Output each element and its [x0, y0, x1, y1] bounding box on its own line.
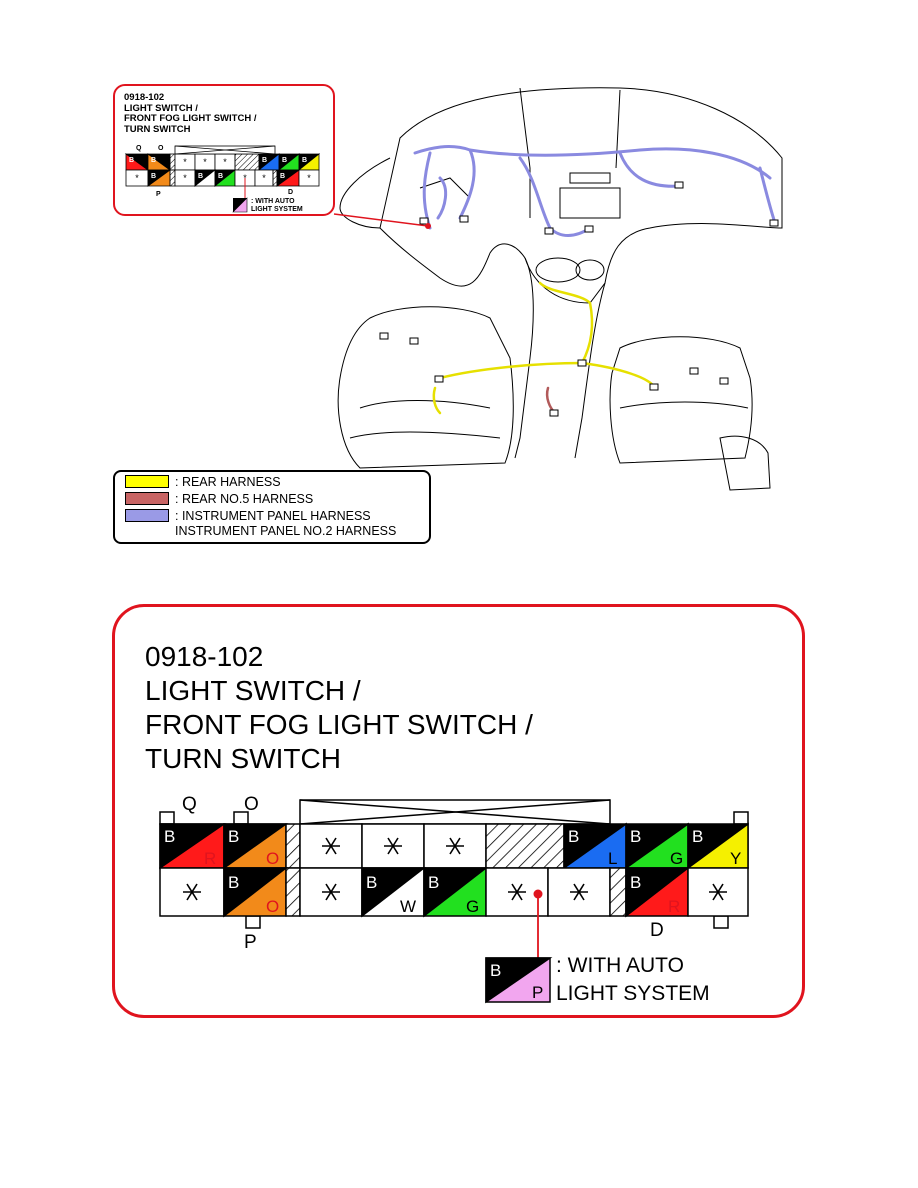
pin-b-p-legend [485, 957, 553, 1004]
svg-text:*: * [183, 157, 187, 167]
svg-text:D: D [288, 189, 293, 196]
dashboard-outline [379, 87, 783, 304]
lock-tab-bottom-p [245, 915, 261, 929]
blank-hatch-cell [485, 823, 565, 869]
small-connector-code: 0918-102 [124, 92, 165, 103]
svg-text:P: P [156, 191, 161, 198]
pin-label-p: P [532, 983, 543, 1002]
svg-text:B: B [280, 173, 285, 180]
pin-b-l [561, 822, 627, 869]
small-connector-title: 0918-102 LIGHT SWITCH / FRONT FOG LIGHT … [124, 92, 257, 135]
center-console [514, 257, 534, 459]
legend-item-rear-harness: : REAR HARNESS [125, 475, 281, 490]
legend-swatch-brown [125, 492, 169, 505]
svg-text:B: B [282, 157, 287, 164]
pin-b-o-bottom [223, 867, 289, 918]
pin-label-b-g2: B [428, 873, 439, 892]
pin-label-b-y: B [692, 827, 703, 846]
legend-item-instrument-panel-no2: INSTRUMENT PANEL NO.2 HARNESS [175, 524, 397, 538]
connector-name-line-3: TURN SWITCH [145, 743, 341, 774]
svg-text:B: B [198, 173, 203, 180]
pin-label-g1: G [670, 849, 683, 868]
svg-text:B: B [302, 157, 307, 164]
svg-text:*: * [307, 173, 311, 183]
auto-light-note-line-2: LIGHT SYSTEM [556, 982, 710, 1005]
svg-text:B: B [151, 173, 156, 180]
pin-label-r2: R [668, 897, 680, 916]
svg-text:*: * [203, 157, 207, 167]
svg-text:: WITH AUTO: : WITH AUTO [251, 198, 295, 205]
lock-tab-top-right [733, 811, 749, 825]
svg-text:Q: Q [136, 145, 142, 152]
svg-text:B: B [218, 173, 223, 180]
small-connector-name-line-2: FRONT FOG LIGHT SWITCH / [124, 113, 257, 124]
pin-label-g2: G [466, 897, 479, 916]
pin-label-b-p: B [490, 961, 501, 980]
svg-text:B: B [151, 157, 156, 164]
svg-text:LIGHT SYSTEM: LIGHT SYSTEM [251, 206, 303, 213]
auto-light-note-line-1: : WITH AUTO [556, 954, 684, 977]
pin-label-b-g1: B [630, 827, 641, 846]
svg-text:B: B [129, 157, 134, 164]
legend-swatch-yellow [125, 475, 169, 488]
terminal-label-o: O [244, 794, 259, 815]
pin-b-r-top [159, 823, 227, 870]
svg-text:*: * [135, 173, 139, 183]
pin-label-o-o2: O [266, 897, 279, 916]
connector-title: 0918-102 LIGHT SWITCH / FRONT FOG LIGHT … [145, 640, 533, 776]
pin-label-b-1: B [164, 827, 175, 846]
pin-b-r-bottom [625, 867, 691, 918]
blank-hatch-strip-bottom [285, 867, 301, 917]
legend-swatch-blue [125, 509, 169, 522]
pin-label-b-o2: B [228, 873, 239, 892]
legend-item-instrument-panel-harness: : INSTRUMENT PANEL HARNESS [125, 509, 371, 524]
right-seat [609, 336, 753, 464]
pin-label-b-2: B [228, 827, 239, 846]
auto-light-leader-dot [533, 889, 543, 899]
svg-text:O: O [158, 145, 164, 152]
small-connector-name-line-1: LIGHT SWITCH / [124, 102, 198, 114]
pin-label-b-l: B [568, 827, 579, 846]
harness-legend: : REAR HARNESS : REAR NO.5 HARNESS : INS… [113, 470, 431, 544]
pin-label-l: L [608, 849, 617, 868]
pin-b-g-bottom [423, 867, 489, 918]
lock-tab-top-left [159, 811, 175, 825]
pin-unused-3 [423, 823, 487, 869]
svg-text:*: * [262, 173, 266, 183]
vehicle-wiring-illustration [337, 87, 783, 491]
connector-code: 0918-102 [145, 641, 264, 672]
small-connector-name-line-3: TURN SWITCH [124, 123, 191, 135]
lock-tab-bottom-d [713, 915, 729, 929]
pin-label-b-w: B [366, 873, 377, 892]
pin-b-o-top [223, 823, 289, 870]
pin-label-w: W [400, 897, 416, 916]
svg-text:*: * [223, 157, 227, 167]
callout-leader-line [333, 213, 431, 229]
left-seat [337, 306, 514, 469]
svg-text:B: B [262, 157, 267, 164]
svg-text:*: * [183, 173, 187, 183]
pin-label-y: Y [730, 849, 741, 868]
blank-hatch-strip-top [285, 823, 301, 869]
pin-label-b-r2: B [630, 873, 641, 892]
pin-b-y [685, 822, 749, 869]
blank-hatch-strip-right [609, 867, 627, 917]
legend-item-rear-no5-harness: : REAR NO.5 HARNESS [125, 492, 313, 507]
terminal-label-p: P [244, 932, 257, 953]
connector-pinout-diagram: B R B O B L B G B Y B O B W B G B R Q O … [159, 794, 749, 1005]
terminal-label-q: Q [182, 794, 197, 815]
unused-pin-markers [183, 837, 727, 901]
terminal-label-d: D [650, 920, 664, 941]
connector-name-line-2: FRONT FOG LIGHT SWITCH / [145, 709, 533, 740]
pin-label-o-2: O [266, 849, 279, 868]
pin-label-r-1: R [204, 849, 216, 868]
connector-key-box [299, 799, 611, 825]
connector-name-line-1: LIGHT SWITCH / [145, 675, 361, 706]
